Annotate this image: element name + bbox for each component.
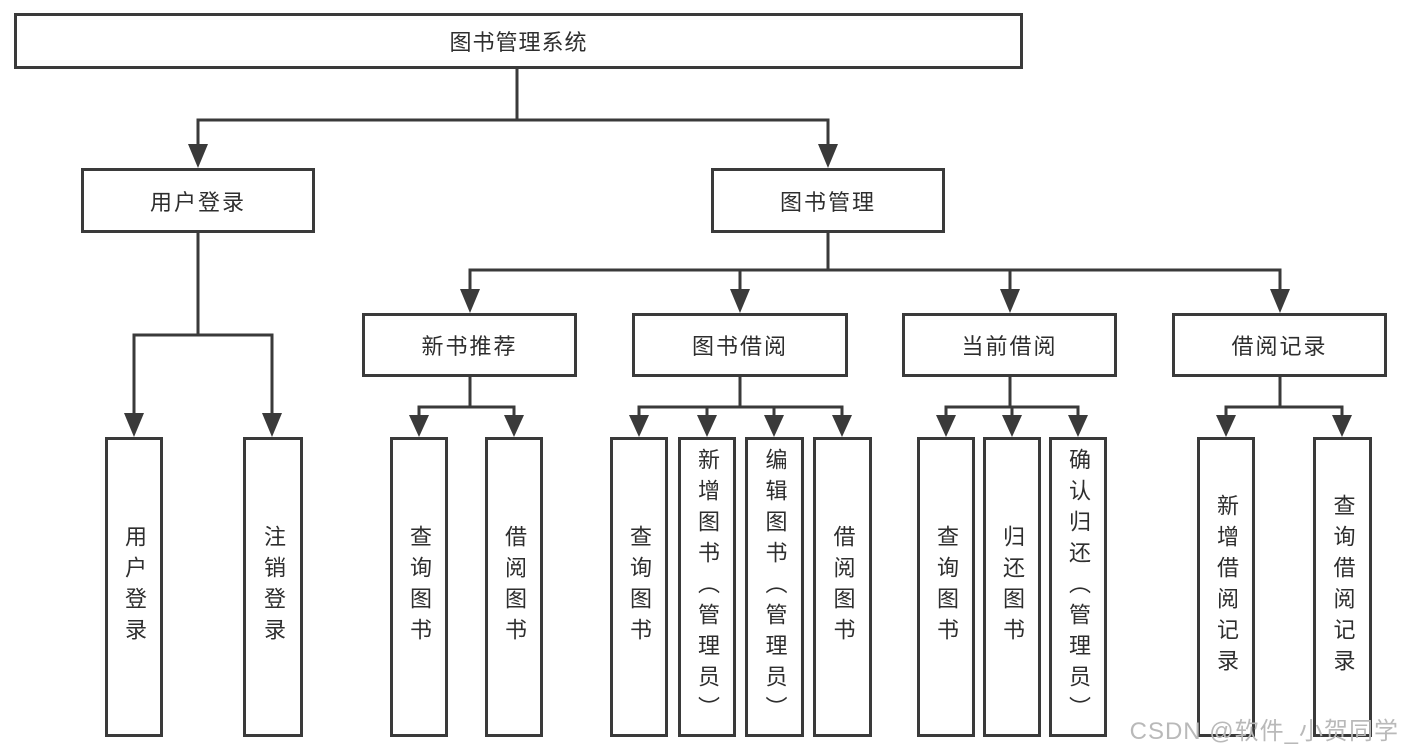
leaf-user-login: 用户登录 xyxy=(105,437,163,737)
node-user-login: 用户登录 xyxy=(81,168,315,233)
arrowhead-icons xyxy=(124,144,1352,437)
leaf-label: 查询借阅记录 xyxy=(1330,494,1356,680)
leaf-query-books-recommend: 查询图书 xyxy=(390,437,448,737)
node-book-management: 图书管理 xyxy=(711,168,945,233)
leaf-label: 新增图书（管理员） xyxy=(695,447,720,727)
leaf-label: 查询图书 xyxy=(627,525,652,649)
leaf-add-books-admin: 新增图书（管理员） xyxy=(678,437,736,737)
node-new-book-recommend: 新书推荐 xyxy=(362,313,577,377)
leaf-add-borrow-record: 新增借阅记录 xyxy=(1197,437,1255,737)
leaf-edit-books-admin: 编辑图书（管理员） xyxy=(745,437,804,737)
leaf-label: 借阅图书 xyxy=(502,525,527,649)
leaf-label: 用户登录 xyxy=(122,525,147,649)
leaf-confirm-return-admin: 确认归还（管理员） xyxy=(1049,437,1107,737)
leaf-label: 查询图书 xyxy=(407,525,432,649)
leaf-label: 归还图书 xyxy=(1000,525,1025,649)
csdn-watermark: CSDN @软件_小贺同学 xyxy=(1129,718,1399,745)
leaf-label: 借阅图书 xyxy=(830,525,856,649)
leaf-label: 新增借阅记录 xyxy=(1214,494,1239,680)
node-current-borrow: 当前借阅 xyxy=(902,313,1117,377)
leaf-label: 编辑图书（管理员） xyxy=(762,447,788,727)
leaf-query-books-current: 查询图书 xyxy=(917,437,975,737)
leaf-label: 确认归还（管理员） xyxy=(1066,447,1091,727)
leaf-return-books: 归还图书 xyxy=(983,437,1041,737)
leaf-label: 查询图书 xyxy=(934,525,959,649)
leaf-borrow-books-recommend: 借阅图书 xyxy=(485,437,543,737)
leaf-query-borrow-record: 查询借阅记录 xyxy=(1313,437,1372,737)
node-root-system: 图书管理系统 xyxy=(14,13,1023,69)
leaf-logout: 注销登录 xyxy=(243,437,303,737)
leaf-label: 注销登录 xyxy=(261,525,286,649)
leaf-query-books-borrow: 查询图书 xyxy=(610,437,668,737)
node-borrow-records: 借阅记录 xyxy=(1172,313,1387,377)
node-book-borrow: 图书借阅 xyxy=(632,313,848,377)
leaf-borrow-books: 借阅图书 xyxy=(813,437,872,737)
